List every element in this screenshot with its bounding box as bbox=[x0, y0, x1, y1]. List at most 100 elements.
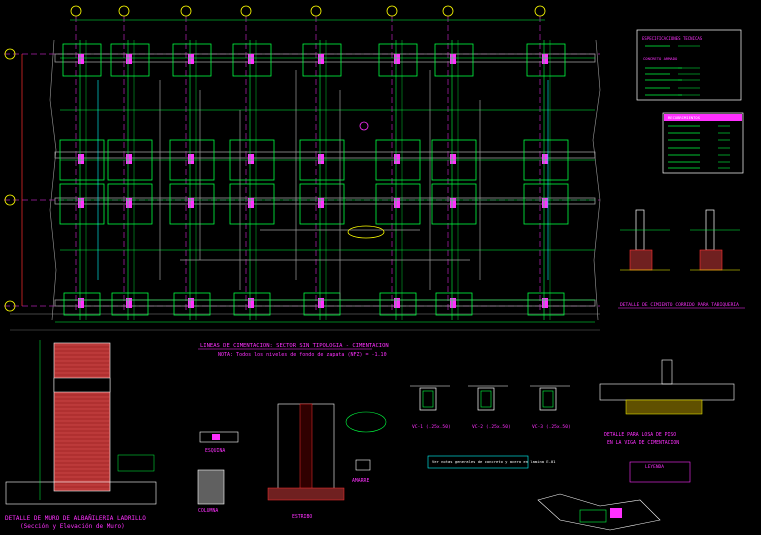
footing bbox=[431, 183, 477, 225]
footing bbox=[435, 292, 473, 316]
plan-note: NOTA: Todos los niveles de fondo de zapa… bbox=[218, 352, 387, 358]
slab-detail-title: DETALLE PARA LOSA DE PISO bbox=[604, 432, 676, 438]
axis-marker-top bbox=[386, 5, 398, 17]
footing bbox=[299, 183, 345, 225]
foundation-wall-band bbox=[54, 299, 596, 307]
column-section bbox=[450, 154, 456, 164]
column-section bbox=[188, 154, 194, 164]
slab-fill bbox=[625, 399, 703, 415]
axis-marker-top bbox=[240, 5, 252, 17]
key-plan-block bbox=[579, 509, 607, 523]
stirrup-column bbox=[299, 403, 313, 497]
wall-note-box bbox=[117, 454, 155, 472]
beam-section bbox=[477, 387, 495, 411]
column-section bbox=[188, 298, 194, 308]
axis-marker-top bbox=[118, 5, 130, 17]
details-group bbox=[5, 29, 744, 531]
axis-marker-left bbox=[4, 300, 16, 312]
column-section bbox=[248, 154, 254, 164]
footing bbox=[379, 292, 417, 316]
wall-detail-subtitle: (Sección y Elevación de Muro) bbox=[20, 523, 125, 530]
column-section bbox=[126, 298, 132, 308]
spec-table-subheader: CONCRETO ARMADO bbox=[643, 56, 678, 61]
column-section bbox=[394, 154, 400, 164]
footing bbox=[172, 43, 212, 77]
column-section bbox=[248, 298, 254, 308]
key-plan bbox=[537, 493, 661, 531]
footing bbox=[527, 292, 565, 316]
footing bbox=[523, 183, 569, 225]
column-detail bbox=[197, 469, 225, 505]
column-section bbox=[542, 298, 548, 308]
foundation-detail-title: DETALLE DE CIMIENTO CORRIDO PARA TABIQUE… bbox=[620, 302, 739, 308]
wall-detail-title: DETALLE DE MURO DE ALBAÑILERIA LADRILLO bbox=[5, 515, 146, 522]
plan-title: LINEAS DE CIMENTACION: SECTOR SIN TIPOLO… bbox=[200, 343, 389, 349]
column-section bbox=[450, 54, 456, 64]
column-detail-title: COLUMNA bbox=[198, 508, 218, 514]
corner-column bbox=[212, 434, 220, 440]
section-marker bbox=[359, 121, 369, 131]
footing bbox=[59, 183, 105, 225]
footing bbox=[62, 43, 102, 77]
axis-marker-top bbox=[442, 5, 454, 17]
column-section bbox=[318, 198, 324, 208]
column-section bbox=[188, 54, 194, 64]
column-section bbox=[78, 198, 84, 208]
footing bbox=[229, 183, 275, 225]
tie-detail-title: AMARRE bbox=[352, 478, 369, 484]
column-section bbox=[126, 154, 132, 164]
column-section bbox=[542, 154, 548, 164]
wall-beam-band bbox=[53, 377, 111, 393]
foundation-wall-band bbox=[54, 151, 596, 159]
beam-stirrup bbox=[542, 390, 554, 408]
plan-group bbox=[4, 5, 601, 323]
column-section bbox=[126, 54, 132, 64]
footing bbox=[111, 292, 149, 316]
slab-column bbox=[661, 359, 673, 385]
general-note-box bbox=[427, 455, 529, 469]
column-section bbox=[542, 198, 548, 208]
axis-marker-left bbox=[4, 194, 16, 206]
legend-title: LEYENDA bbox=[645, 464, 664, 470]
footing bbox=[232, 43, 272, 77]
wall-foundation bbox=[5, 481, 157, 505]
column-section bbox=[78, 54, 84, 64]
column-section bbox=[450, 198, 456, 208]
slab-beam bbox=[599, 383, 735, 401]
spec-table-header: ESPECIFICACIONES TECNICAS bbox=[642, 36, 703, 41]
column-section bbox=[78, 154, 84, 164]
footing bbox=[526, 43, 566, 77]
cimiento-hatch bbox=[629, 249, 653, 271]
axis-marker-left bbox=[4, 48, 16, 60]
beam-label-3: VC-3 (.25x.50) bbox=[532, 424, 571, 430]
column-section bbox=[318, 154, 324, 164]
column-section bbox=[394, 298, 400, 308]
slab-detail-subtitle: EN LA VIGA DE CIMENTACION bbox=[607, 440, 679, 446]
column-section bbox=[126, 198, 132, 208]
cimiento-hatch bbox=[699, 249, 723, 271]
corner-detail bbox=[199, 431, 239, 443]
footing bbox=[302, 43, 342, 77]
column-section bbox=[542, 54, 548, 64]
general-note-text: Ver notas generales de concreto y acero … bbox=[432, 459, 556, 464]
footing bbox=[434, 43, 474, 77]
footing bbox=[378, 43, 418, 77]
column-section bbox=[248, 54, 254, 64]
footing bbox=[63, 292, 101, 316]
corner-detail-title: ESQUINA bbox=[205, 448, 225, 454]
column-section bbox=[394, 198, 400, 208]
rebar-table-header: RECUBRIMIENTOS bbox=[668, 115, 701, 120]
beam-label-2: VC-2 (.25x.50) bbox=[472, 424, 511, 430]
beam-label-1: VC-1 (.25x.50) bbox=[412, 424, 451, 430]
spec-table-frame bbox=[636, 29, 742, 101]
break-line bbox=[49, 39, 57, 321]
tie-section bbox=[355, 459, 371, 471]
axis-marker-top bbox=[70, 5, 82, 17]
rebar-table-frame bbox=[662, 112, 744, 174]
revision-cloud bbox=[347, 225, 385, 239]
column-section bbox=[450, 298, 456, 308]
footing bbox=[375, 183, 421, 225]
footing bbox=[233, 292, 271, 316]
